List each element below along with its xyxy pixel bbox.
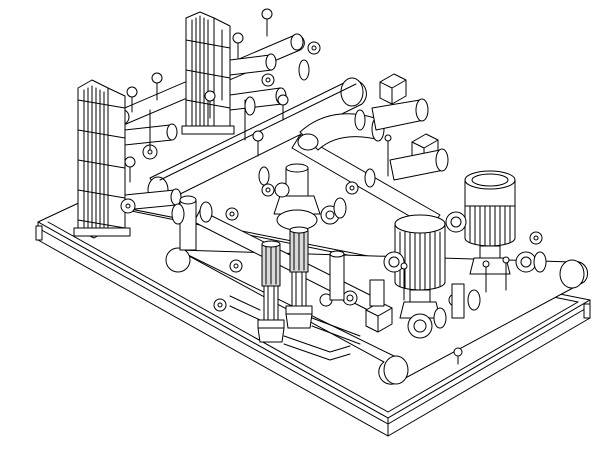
drain-valve-icon bbox=[454, 348, 462, 364]
base-frame-flange-left bbox=[38, 228, 388, 424]
base-lifting-lug-left bbox=[36, 226, 42, 240]
vertical-pump-motor-a bbox=[384, 215, 445, 338]
pressure-gauge-icon bbox=[205, 91, 215, 118]
pressure-gauge-icon bbox=[278, 95, 288, 120]
handwheel-valve-icon bbox=[346, 182, 358, 194]
booster-pump-right bbox=[286, 227, 312, 328]
base-frame-flange-right bbox=[388, 306, 590, 424]
handwheel-valve-icon bbox=[230, 260, 242, 272]
plate-heat-exchanger-left bbox=[74, 80, 130, 238]
pressure-gauge-icon bbox=[253, 131, 263, 156]
instrument-taps bbox=[150, 30, 509, 300]
pressure-gauge-icon bbox=[127, 87, 137, 112]
booster-pump-left bbox=[258, 241, 284, 342]
base-lifting-lug-right bbox=[584, 304, 590, 318]
upper-right-pipes bbox=[372, 99, 448, 180]
pressure-gauge-icon bbox=[152, 73, 162, 100]
booster-piping bbox=[230, 291, 360, 360]
handwheel-valve-icon bbox=[143, 145, 157, 159]
actuator-box-upper bbox=[380, 74, 406, 104]
pressure-gauge-icon bbox=[262, 9, 272, 36]
handwheel-valve-icon bbox=[530, 232, 542, 244]
base-frame-inner-left bbox=[48, 222, 388, 412]
handwheel-valve-icon bbox=[121, 199, 135, 213]
control-valve bbox=[274, 164, 339, 230]
handwheel-valve-icon bbox=[262, 74, 274, 86]
base-frame-inner-right bbox=[388, 302, 578, 412]
handwheel-valve-icon bbox=[214, 299, 226, 311]
exchanger-piping bbox=[125, 54, 286, 210]
pipe-flanges bbox=[172, 60, 546, 328]
pressure-gauge-icon bbox=[233, 33, 243, 58]
handwheel-valve-icon bbox=[226, 208, 238, 220]
exchanger-foot bbox=[74, 228, 130, 236]
plate-pack-lines bbox=[84, 86, 104, 236]
plate-heat-exchanger-right bbox=[182, 12, 234, 134]
tie-bolts bbox=[78, 100, 125, 228]
handwheel-valve-icon bbox=[308, 42, 320, 54]
motor-cooling-fins bbox=[470, 206, 510, 246]
vertical-pump-motor-b bbox=[446, 171, 536, 274]
pressure-gauge-icons bbox=[125, 9, 288, 182]
pressure-gauge-icon bbox=[125, 157, 135, 182]
handwheel-valve-icon bbox=[262, 184, 274, 196]
